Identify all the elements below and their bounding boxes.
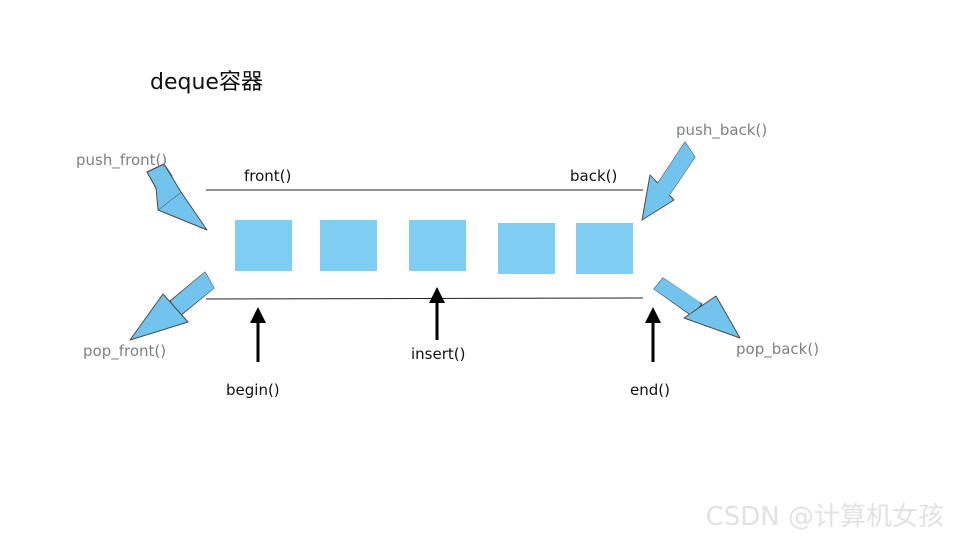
bottom-boundary-line	[205, 297, 644, 300]
front-label: front()	[244, 167, 292, 185]
deque-element-3	[409, 220, 466, 271]
insert-label: insert()	[411, 345, 466, 363]
end-arrow-icon	[645, 307, 661, 323]
pop-back-label: pop_back()	[736, 340, 820, 358]
end-label: end()	[630, 381, 670, 399]
diagram-title: deque容器	[150, 70, 263, 95]
begin-arrow-icon	[250, 307, 266, 323]
deque-element-4	[498, 223, 555, 274]
insert-arrow-icon	[429, 287, 445, 303]
push-back-label: push_back()	[676, 121, 768, 139]
deque-element-1	[235, 220, 292, 271]
deque-element-5	[576, 223, 633, 274]
pop-front-arrowhead-icon	[129, 293, 189, 341]
pop-front-label: pop_front()	[83, 342, 167, 360]
deque-element-2	[320, 220, 377, 271]
begin-label: begin()	[226, 381, 280, 399]
watermark: CSDN @计算机女孩	[705, 502, 944, 532]
pop-back-arrowhead-icon	[683, 295, 741, 339]
push-front-label: push_front()	[76, 151, 168, 169]
back-label: back()	[570, 167, 618, 185]
